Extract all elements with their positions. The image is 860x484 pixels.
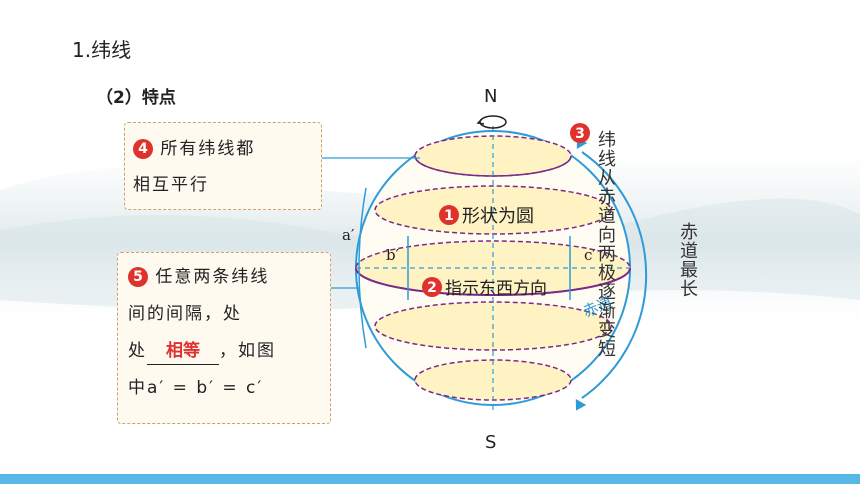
box5-line2: 间的间隔，处 bbox=[128, 304, 242, 324]
equator-line bbox=[355, 267, 631, 296]
feature-box-spacing: 5 任意两条纬线 间的间隔，处 处相等，如图 中a′ = b′ = c′ bbox=[117, 252, 331, 424]
number-badge-1 bbox=[439, 205, 459, 225]
meridian-arc-a bbox=[358, 187, 367, 349]
number-badge-2 bbox=[422, 277, 442, 297]
svg-text:1: 1 bbox=[444, 208, 454, 224]
footer-bar bbox=[0, 474, 860, 484]
box4-line1: 4 所有纬线都 bbox=[133, 131, 321, 167]
answer-blank: 相等 bbox=[147, 338, 219, 365]
north-label: N bbox=[484, 86, 498, 107]
box5-line1: 5 任意两条纬线 bbox=[128, 259, 330, 296]
section-heading: 1.纬线 bbox=[72, 38, 132, 62]
latitude-length-note: 纬线从赤道向两极逐渐变短 bbox=[595, 130, 616, 358]
section-subheading: （2）特点 bbox=[96, 88, 176, 108]
box4-line2: 相互平行 bbox=[133, 175, 209, 195]
number-badge-3 bbox=[570, 123, 590, 143]
equator-longest-note: 赤道最长 bbox=[677, 222, 698, 298]
svg-text:2: 2 bbox=[427, 280, 437, 296]
box5-line3: 处相等，如图 bbox=[128, 333, 330, 370]
number-badge-4: 4 bbox=[133, 139, 153, 159]
svg-text:3: 3 bbox=[575, 126, 585, 142]
arrow-down-icon bbox=[575, 399, 587, 411]
label-b-prime: b′ bbox=[386, 246, 400, 264]
label-shape-circle: 形状为圆 bbox=[462, 206, 534, 227]
south-label: S bbox=[485, 432, 497, 453]
feature-box-parallel: 4 所有纬线都 相互平行 bbox=[124, 122, 322, 210]
length-arrow-line bbox=[581, 151, 648, 399]
box5-line4: 中a′ = b′ = c′ bbox=[128, 378, 264, 398]
number-badge-5: 5 bbox=[128, 267, 148, 287]
label-c-prime: c′ bbox=[584, 246, 596, 264]
label-east-west: 指示东西方向 bbox=[445, 279, 547, 299]
label-a-prime: a′ bbox=[342, 226, 355, 244]
